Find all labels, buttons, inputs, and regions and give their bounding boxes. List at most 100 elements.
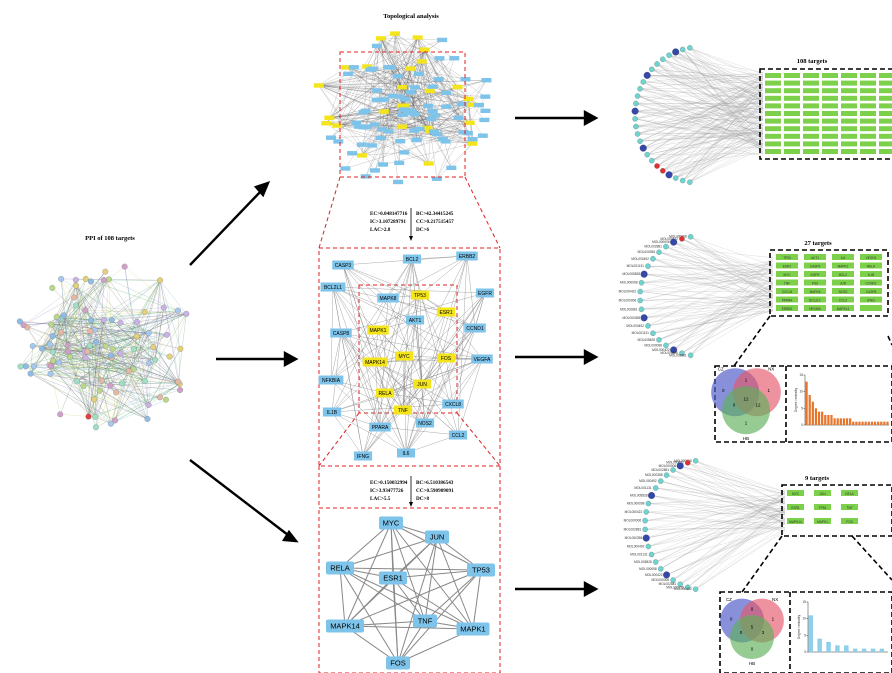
ppi-edge (75, 285, 149, 405)
target-label: TNF (846, 506, 852, 510)
mid-node-cxcl8 (442, 399, 464, 409)
compound-edge (645, 527, 786, 530)
ppi-edge (111, 336, 137, 358)
compound-label: MOL000422 (660, 237, 678, 241)
mid-edge (379, 426, 459, 436)
target-label: VEGFA (866, 256, 878, 260)
ppi-edge (111, 357, 179, 382)
compound-edge (651, 136, 764, 161)
ppi-edge (33, 320, 92, 367)
topo-node (378, 109, 389, 114)
ppi-node (144, 415, 151, 422)
target-label: CXCL8 (782, 290, 793, 294)
topo-edge (326, 45, 377, 124)
ppi-node (92, 424, 99, 431)
ppi-edge (60, 351, 86, 415)
core-edge (344, 522, 392, 627)
target-node (803, 133, 819, 139)
ppi-node (107, 382, 114, 389)
topo-edge (374, 87, 403, 171)
compound-node (637, 297, 643, 304)
mid-edge (387, 258, 413, 299)
ppi-edge (23, 285, 77, 326)
target-label: TP53 (819, 506, 827, 510)
mid-node-ccl2 (448, 430, 468, 440)
compound-node (654, 163, 660, 169)
ppi-edge (110, 383, 123, 424)
compound-node (634, 131, 641, 137)
compound-label: MOL002881 (624, 527, 642, 531)
mid-edge (331, 297, 389, 413)
target-label: MAPK14 (789, 520, 802, 524)
compound-node (666, 52, 672, 58)
ppi-edge (58, 318, 104, 320)
compound-node (660, 56, 666, 62)
compound-edge (637, 105, 764, 135)
ppi-edge (41, 348, 149, 406)
ppi-edge (51, 324, 170, 357)
venn-value: 0 (751, 646, 754, 651)
compound-edge (668, 130, 764, 175)
ppi-node (100, 316, 107, 323)
ppi-edge (50, 365, 100, 391)
compound-label: MOL002881 (659, 582, 677, 586)
compound-edge (647, 265, 774, 275)
compound-edge (640, 263, 774, 292)
topo-edge (380, 38, 443, 41)
mid-node-label: TNF (398, 408, 408, 414)
mid-node-jun (413, 379, 431, 389)
criteria1-left-1: IC>3.107289791 (370, 219, 406, 225)
mid-node-nfkbia (318, 375, 344, 385)
ppi-edge (60, 318, 68, 346)
target-node (860, 103, 876, 109)
ppi-edge (111, 280, 161, 358)
compound-edge (689, 144, 764, 183)
ppi-node (98, 377, 105, 384)
ppi-node (141, 309, 148, 315)
topo-edge (428, 131, 431, 164)
core-edge (397, 569, 482, 664)
mid-edge (419, 294, 447, 359)
funnel-right-1 (464, 176, 501, 249)
compound-edge (644, 303, 774, 318)
mid-node-ifng (353, 451, 373, 461)
target-node (822, 88, 838, 94)
bar-y-tick-label: 0 (801, 423, 803, 427)
core-edge (339, 567, 482, 571)
ppi-node (96, 387, 103, 394)
criteria2-arrow (409, 502, 413, 507)
compound-edge (660, 496, 786, 569)
ppi-edge (50, 344, 71, 358)
net2-callout-right (887, 335, 892, 346)
topo-node (474, 102, 485, 108)
mid-edge (331, 311, 447, 413)
compound-edge (662, 74, 764, 171)
target-node (860, 288, 882, 294)
topo-edge (318, 85, 384, 112)
target-node (784, 80, 800, 86)
ppi-edge (148, 348, 181, 405)
topo-edge (363, 66, 368, 128)
core-edge (344, 625, 474, 630)
compound-node (634, 93, 641, 99)
compound-node (679, 350, 685, 356)
criteria1-left-2: LAC>2.8 (370, 227, 391, 233)
compound-edge (689, 101, 764, 183)
ppi-edge (75, 305, 187, 315)
ppi-node (49, 348, 56, 355)
compound-edge (639, 88, 764, 126)
topo-node (437, 37, 448, 43)
target-node (784, 111, 800, 116)
ppi-node (113, 389, 120, 396)
topo-node (480, 94, 491, 99)
compound-edge (681, 238, 774, 280)
compound-edge (637, 75, 764, 135)
compound-edge (689, 78, 764, 183)
mid-node-label: ERBB2 (459, 254, 476, 260)
target-node (841, 80, 857, 86)
compound-node (648, 491, 656, 499)
mid-edge (405, 319, 416, 454)
bar (852, 648, 858, 652)
compound-node (642, 517, 648, 524)
